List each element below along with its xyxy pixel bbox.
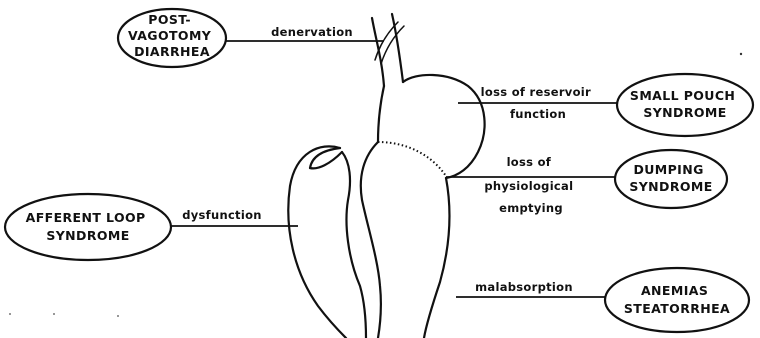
efferent-limb-outer [424, 178, 449, 338]
condition-afferent-loop: AFFERENT LOOP SYNDROME [5, 194, 171, 260]
afferent-loop-inner [342, 152, 366, 338]
label-line: malabsorption [475, 280, 573, 294]
oval-label-line: POST- [148, 12, 191, 27]
connector-lines [170, 41, 617, 297]
anastomosis-line [378, 142, 446, 176]
label-physiological: loss of physiological emptying [484, 155, 577, 215]
oval-label-line: DIARRHEA [134, 44, 210, 59]
label-line: loss of reservoir [481, 85, 591, 99]
condition-post-vagotomy: POST- VAGOTOMY DIARRHEA [118, 9, 226, 67]
oval-label-line: SYNDROME [46, 228, 129, 243]
afferent-loop-outer [288, 146, 346, 338]
speck [9, 313, 11, 315]
label-line: dysfunction [182, 208, 262, 222]
esophagus-right-wall [392, 14, 403, 82]
oval-afferent-loop [5, 194, 171, 260]
oval-anemias [605, 268, 749, 332]
condition-anemias: ANEMIAS STEATORRHEA [605, 268, 749, 332]
label-line: emptying [499, 201, 563, 215]
oval-label-line: SMALL POUCH [630, 88, 735, 103]
oval-label-line: AFFERENT LOOP [26, 210, 146, 225]
oval-label-line: STEATORRHEA [624, 301, 730, 316]
label-line: loss of [507, 155, 552, 169]
label-line: physiological [484, 179, 573, 193]
label-denervation: denervation [271, 25, 353, 39]
label-dysfunction: dysfunction [182, 208, 262, 222]
afferent-loop-stump [310, 152, 342, 168]
condition-dumping: DUMPING SYNDROME [615, 150, 727, 208]
label-malabsorption: malabsorption [475, 280, 573, 294]
label-line: denervation [271, 25, 353, 39]
oval-label-line: DUMPING [633, 162, 703, 177]
gastric-pouch-lesser-curve [378, 86, 384, 142]
oval-label-line: ANEMIAS [641, 283, 708, 298]
gastric-pouch-outline [403, 75, 485, 178]
stomach-illustration [288, 14, 484, 338]
oval-label-line: VAGOTOMY [128, 28, 212, 43]
label-line: function [510, 107, 566, 121]
speck [740, 53, 742, 55]
speck [117, 315, 119, 317]
mechanism-labels: denervation loss of reservoir function l… [182, 25, 595, 294]
condition-small-pouch: SMALL POUCH SYNDROME [617, 74, 753, 136]
oval-label-line: SYNDROME [643, 105, 726, 120]
oval-label-line: SYNDROME [629, 179, 712, 194]
speck [53, 313, 55, 315]
